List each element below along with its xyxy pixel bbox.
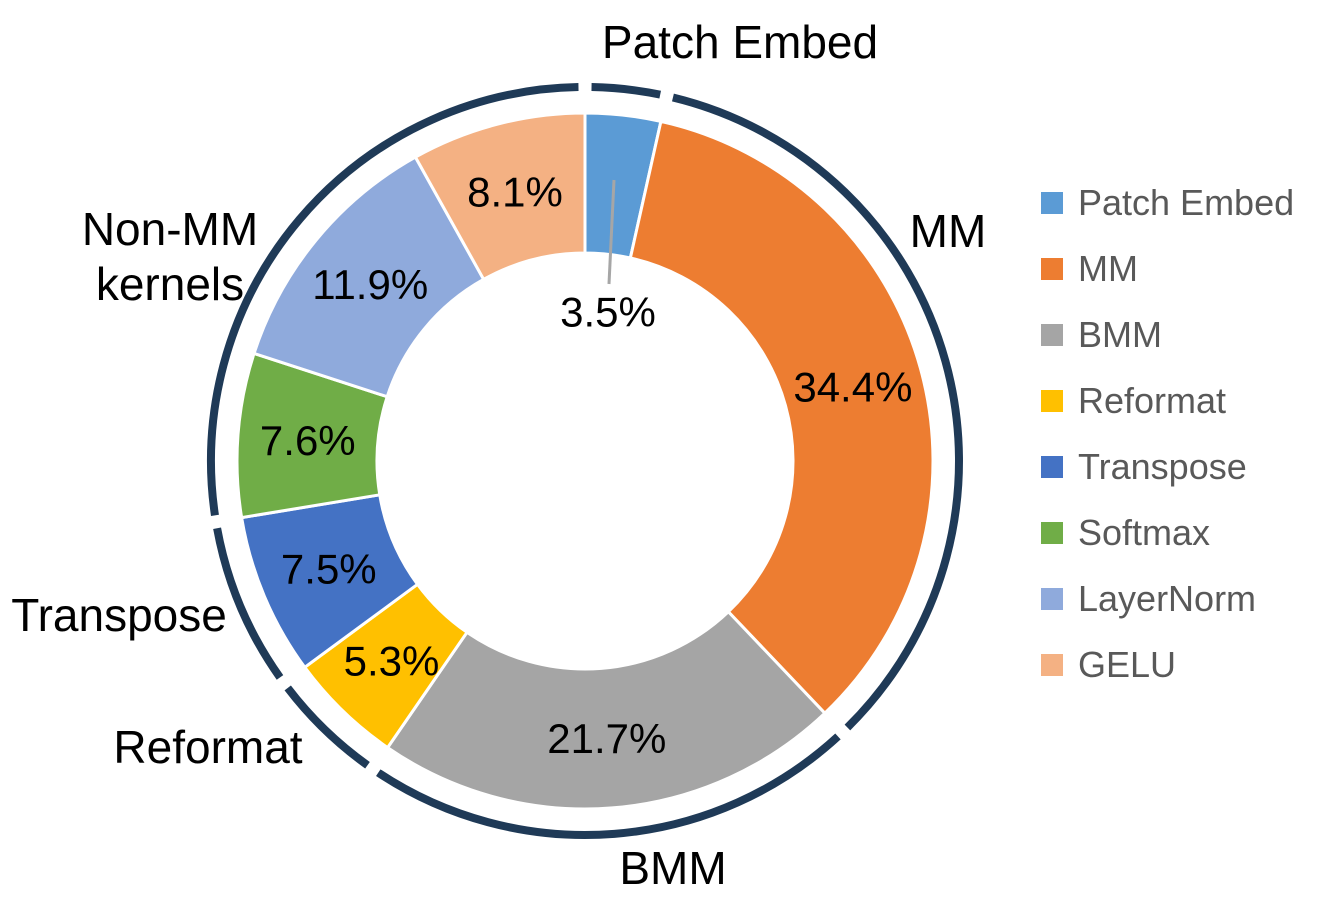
category-label-reformat: Reformat (113, 721, 302, 773)
percent-label-gelu: 8.1% (467, 169, 563, 216)
outer-ring-arc-reformat (284, 685, 370, 769)
callout-percent-label-patch-embed: 3.5% (560, 289, 656, 336)
donut-slice-bmm (386, 610, 827, 811)
percent-label-transpose: 7.5% (281, 546, 377, 593)
percent-label-softmax: 7.6% (260, 417, 356, 464)
legend-label-softmax: Softmax (1078, 512, 1211, 553)
donut-slice-mm (628, 119, 935, 715)
legend-swatch-gelu (1041, 654, 1063, 676)
legend-item-mm: MM (1041, 236, 1294, 302)
legend-item-reformat: Reformat (1041, 368, 1294, 434)
donut-slice-gelu (413, 111, 587, 281)
legend-item-gelu: GELU (1041, 632, 1294, 698)
legend-item-bmm: BMM (1041, 302, 1294, 368)
category-label-patch-embed: Patch Embed (602, 16, 878, 68)
category-label-transpose: Transpose (11, 589, 227, 641)
percent-label-reformat: 5.3% (344, 637, 440, 684)
legend-label-patch-embed: Patch Embed (1078, 182, 1295, 223)
legend-item-layernorm: LayerNorm (1041, 566, 1294, 632)
category-label-non-mm-line2: kernels (96, 258, 244, 310)
callout-leader-line (607, 179, 616, 285)
legend-label-transpose: Transpose (1078, 446, 1247, 487)
outer-ring-arc-non-mm-kernels (207, 83, 579, 516)
legend-swatch-patch-embed (1041, 192, 1063, 214)
outer-ring-layer (207, 83, 963, 839)
legend-label-layernorm: LayerNorm (1078, 578, 1257, 619)
legend-swatch-layernorm (1041, 588, 1063, 610)
legend-item-patch-embed: Patch Embed (1041, 170, 1294, 236)
legend-label-reformat: Reformat (1078, 380, 1227, 421)
legend-swatch-softmax (1041, 522, 1063, 544)
legend-swatch-bmm (1041, 324, 1063, 346)
legend-swatch-mm (1041, 258, 1063, 280)
category-label-mm: MM (910, 205, 987, 257)
legend-label-bmm: BMM (1078, 314, 1162, 355)
outer-ring-arc-transpose (213, 527, 284, 680)
legend-swatch-transpose (1041, 456, 1063, 478)
outer-ring-arc-patch-embed (591, 83, 662, 99)
category-label-bmm: BMM (619, 842, 726, 894)
category-label-non-mm-line1: Non-MM (82, 203, 258, 255)
outer-ring-arc-bmm (376, 733, 841, 839)
percent-label-bmm: 21.7% (547, 715, 666, 762)
outer-ring-arc-mm (671, 93, 963, 731)
percent-label-mm: 34.4% (793, 364, 912, 411)
percent-labels-layer: 34.4% 21.7% 5.3% 7.5% 7.6% 11.9% 8.1% (260, 169, 913, 762)
category-labels: Patch Embed MM BMM Reformat Transpose No… (11, 16, 986, 894)
legend-label-gelu: GELU (1078, 644, 1177, 685)
legend-item-softmax: Softmax (1041, 500, 1294, 566)
legend-label-mm: MM (1078, 248, 1138, 289)
percent-label-layernorm: 11.9% (312, 261, 428, 308)
legend-item-transpose: Transpose (1041, 434, 1294, 500)
donut-slices-layer (235, 111, 935, 811)
legend-swatch-reformat (1041, 390, 1063, 412)
